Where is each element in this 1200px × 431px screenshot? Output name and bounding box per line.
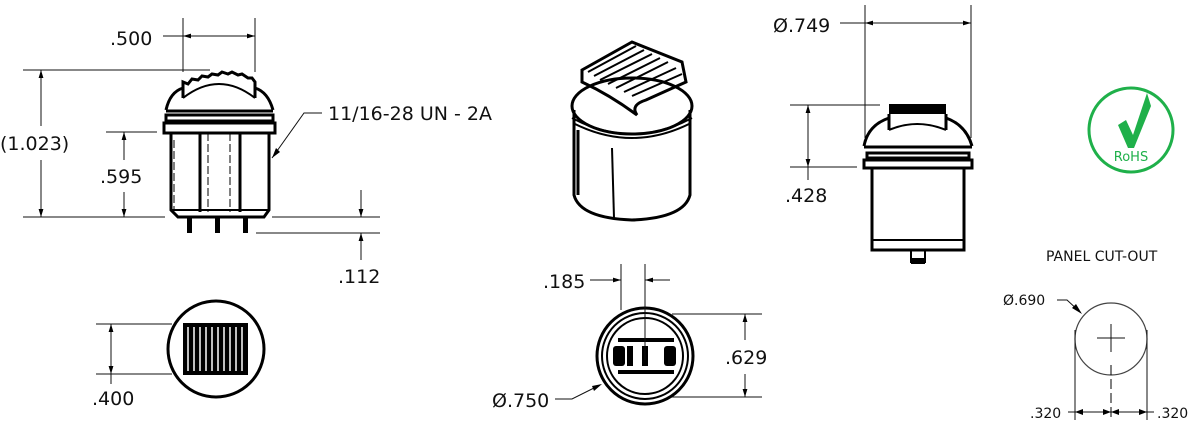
rohs-badge: RoHS (1087, 86, 1175, 174)
bottom-view: .185 .629 Ø.750 (492, 264, 767, 412)
terminal-spacing-dim-label: .185 (543, 271, 585, 293)
overall-height-dim-label: (1.023) (0, 133, 69, 155)
width-dim-label: .500 (110, 28, 152, 50)
cutout-diameter-label: Ø.690 (1003, 293, 1045, 309)
diameter-dim-label: Ø.749 (773, 15, 830, 37)
side-view: Ø.749 .428 (773, 5, 974, 264)
rohs-circle-icon (1087, 86, 1175, 174)
cutout-left-offset-label: .320 (1030, 406, 1061, 422)
inner-height-dim-label: .629 (725, 347, 767, 369)
cap-height-dim-label-side: .428 (785, 185, 827, 207)
rohs-label: RoHS (1114, 150, 1148, 165)
front-view: .500 (1.023) .595 . (0, 18, 492, 288)
top-view: .400 (92, 299, 266, 410)
body-height-dim-label: .595 (100, 166, 142, 188)
pin-length-dim-label: .112 (338, 266, 380, 288)
isometric-view (570, 40, 694, 222)
thread-callout-label: 11/16-28 UN - 2A (328, 103, 492, 125)
panel-cutout-title: PANEL CUT-OUT (1046, 249, 1158, 265)
outer-diameter-dim-label: Ø.750 (492, 390, 549, 412)
panel-cutout-view: PANEL CUT-OUT Ø.690 .320 .320 (1003, 249, 1188, 422)
checkmark-icon (1118, 93, 1151, 148)
cutout-right-offset-label: .320 (1157, 406, 1188, 422)
cap-height-dim-label: .400 (92, 388, 134, 410)
